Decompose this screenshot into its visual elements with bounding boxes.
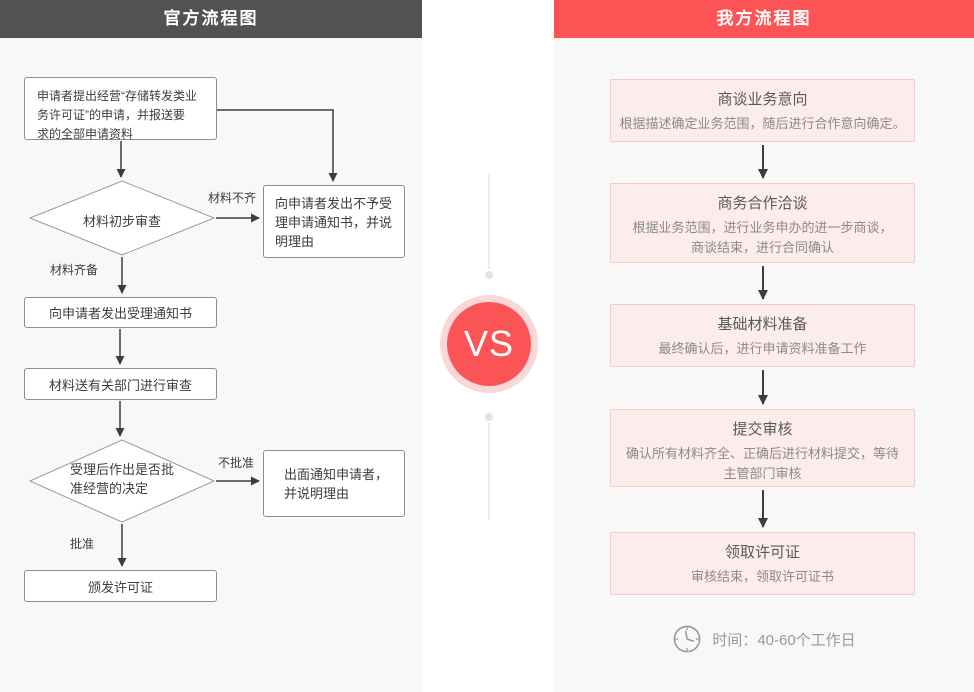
divider-line-top bbox=[488, 173, 490, 269]
node-reject-line2: 理申请通知书，并说 bbox=[275, 215, 393, 230]
divider-dot-top bbox=[485, 271, 493, 279]
step-desc-line2: 主管部门审核 bbox=[723, 466, 802, 481]
edge-label-approved: 批准 bbox=[70, 537, 95, 551]
node-apply: 申请者提出经营“存储转发类业 务许可证”的申请，并报送要 求的全部申请资料 bbox=[24, 77, 217, 141]
step-title: 提交审核 bbox=[732, 421, 793, 438]
step-negotiate-intent: 商谈业务意向 根据描述确定业务范围，随后进行合作意向确定。 bbox=[610, 79, 915, 142]
divider-line-bottom bbox=[488, 423, 490, 520]
node-notify-reject: 出面通知申请者， 并说明理由 bbox=[263, 450, 405, 517]
edge-label-complete: 材料齐备 bbox=[50, 263, 99, 277]
node-accept-notice: 向申请者发出受理通知书 bbox=[24, 297, 217, 328]
step-submit-review: 提交审核 确认所有材料齐全、正确后进行材料提交，等待 主管部门审核 bbox=[610, 409, 915, 487]
duration-text: 时间：40-60个工作日 bbox=[712, 631, 856, 649]
step-desc: 审核结束，领取许可证书 bbox=[690, 569, 834, 584]
step-title: 商谈业务意向 bbox=[717, 91, 808, 108]
node-apply-line2: 务许可证”的申请，并报送要 bbox=[37, 108, 185, 122]
step-title: 领取许可证 bbox=[724, 544, 800, 561]
node-decision-line2: 准经营的决定 bbox=[69, 481, 148, 496]
divider-dot-bottom bbox=[485, 413, 493, 421]
step-title: 基础材料准备 bbox=[717, 316, 808, 333]
diamond-initial-review bbox=[28, 180, 216, 256]
our-flow-connectors bbox=[758, 145, 768, 528]
clock-icon bbox=[673, 625, 701, 653]
duration-note: 时间：40-60个工作日 bbox=[554, 624, 974, 654]
node-reject-line1: 向申请者发出不予受 bbox=[275, 196, 393, 211]
node-reject-line3: 明理由 bbox=[275, 234, 315, 249]
step-desc-line1: 确认所有材料齐全、正确后进行材料提交，等待 bbox=[625, 446, 899, 461]
edge-label-incomplete: 材料不齐 bbox=[208, 191, 257, 205]
node-issue-license: 颁发许可证 bbox=[24, 570, 217, 602]
node-reject-notice: 向申请者发出不予受 理申请通知书，并说 明理由 bbox=[263, 185, 405, 258]
vs-badge-label: VS bbox=[447, 302, 531, 386]
connector-apply-to-reject bbox=[217, 109, 338, 182]
step-get-license: 领取许可证 审核结束，领取许可证书 bbox=[610, 532, 915, 595]
step-title: 商务合作洽谈 bbox=[717, 195, 808, 212]
our-flow-title: 我方流程图 bbox=[554, 0, 974, 38]
node-notify-line2: 并说明理由 bbox=[284, 486, 350, 501]
node-notify-line1: 出面通知申请者， bbox=[284, 467, 389, 482]
step-desc-line1: 根据业务范围，进行业务申办的进一步商谈， bbox=[632, 220, 893, 235]
official-flow-title: 官方流程图 bbox=[0, 0, 422, 38]
vs-badge: VS bbox=[440, 295, 538, 393]
diamond-decision bbox=[28, 439, 216, 523]
step-desc-line2: 商谈结束，进行合同确认 bbox=[690, 240, 834, 255]
node-decision-line1: 受理后作出是否批 bbox=[69, 462, 174, 477]
edge-label-not-approved: 不批准 bbox=[218, 456, 255, 470]
node-dept-review: 材料送有关部门进行审查 bbox=[24, 368, 217, 400]
node-apply-line1: 申请者提出经营“存储转发类业 bbox=[37, 89, 197, 103]
official-flow-connectors bbox=[28, 109, 338, 567]
step-business-talks: 商务合作洽谈 根据业务范围，进行业务申办的进一步商谈， 商谈结束，进行合同确认 bbox=[610, 183, 915, 263]
official-flow-panel: 官方流程图 申请者提出经营“存储转发类业 务许可证”的申请，并报送要 求的全部申… bbox=[0, 0, 422, 692]
step-desc: 最终确认后，进行申请资料准备工作 bbox=[658, 341, 867, 356]
node-initial-review-label: 材料初步审查 bbox=[82, 214, 161, 229]
step-desc: 根据描述确定业务范围，随后进行合作意向确定。 bbox=[619, 116, 906, 131]
node-decision-label: 受理后作出是否批 准经营的决定 bbox=[24, 460, 220, 498]
step-material-prep: 基础材料准备 最终确认后，进行申请资料准备工作 bbox=[610, 304, 915, 367]
node-apply-line3: 求的全部申请资料 bbox=[37, 127, 134, 141]
our-flow-panel: 我方流程图 商谈业务意向 根据描述确定业务范围，随后进行合作意向确定。 商务合作… bbox=[554, 0, 974, 692]
